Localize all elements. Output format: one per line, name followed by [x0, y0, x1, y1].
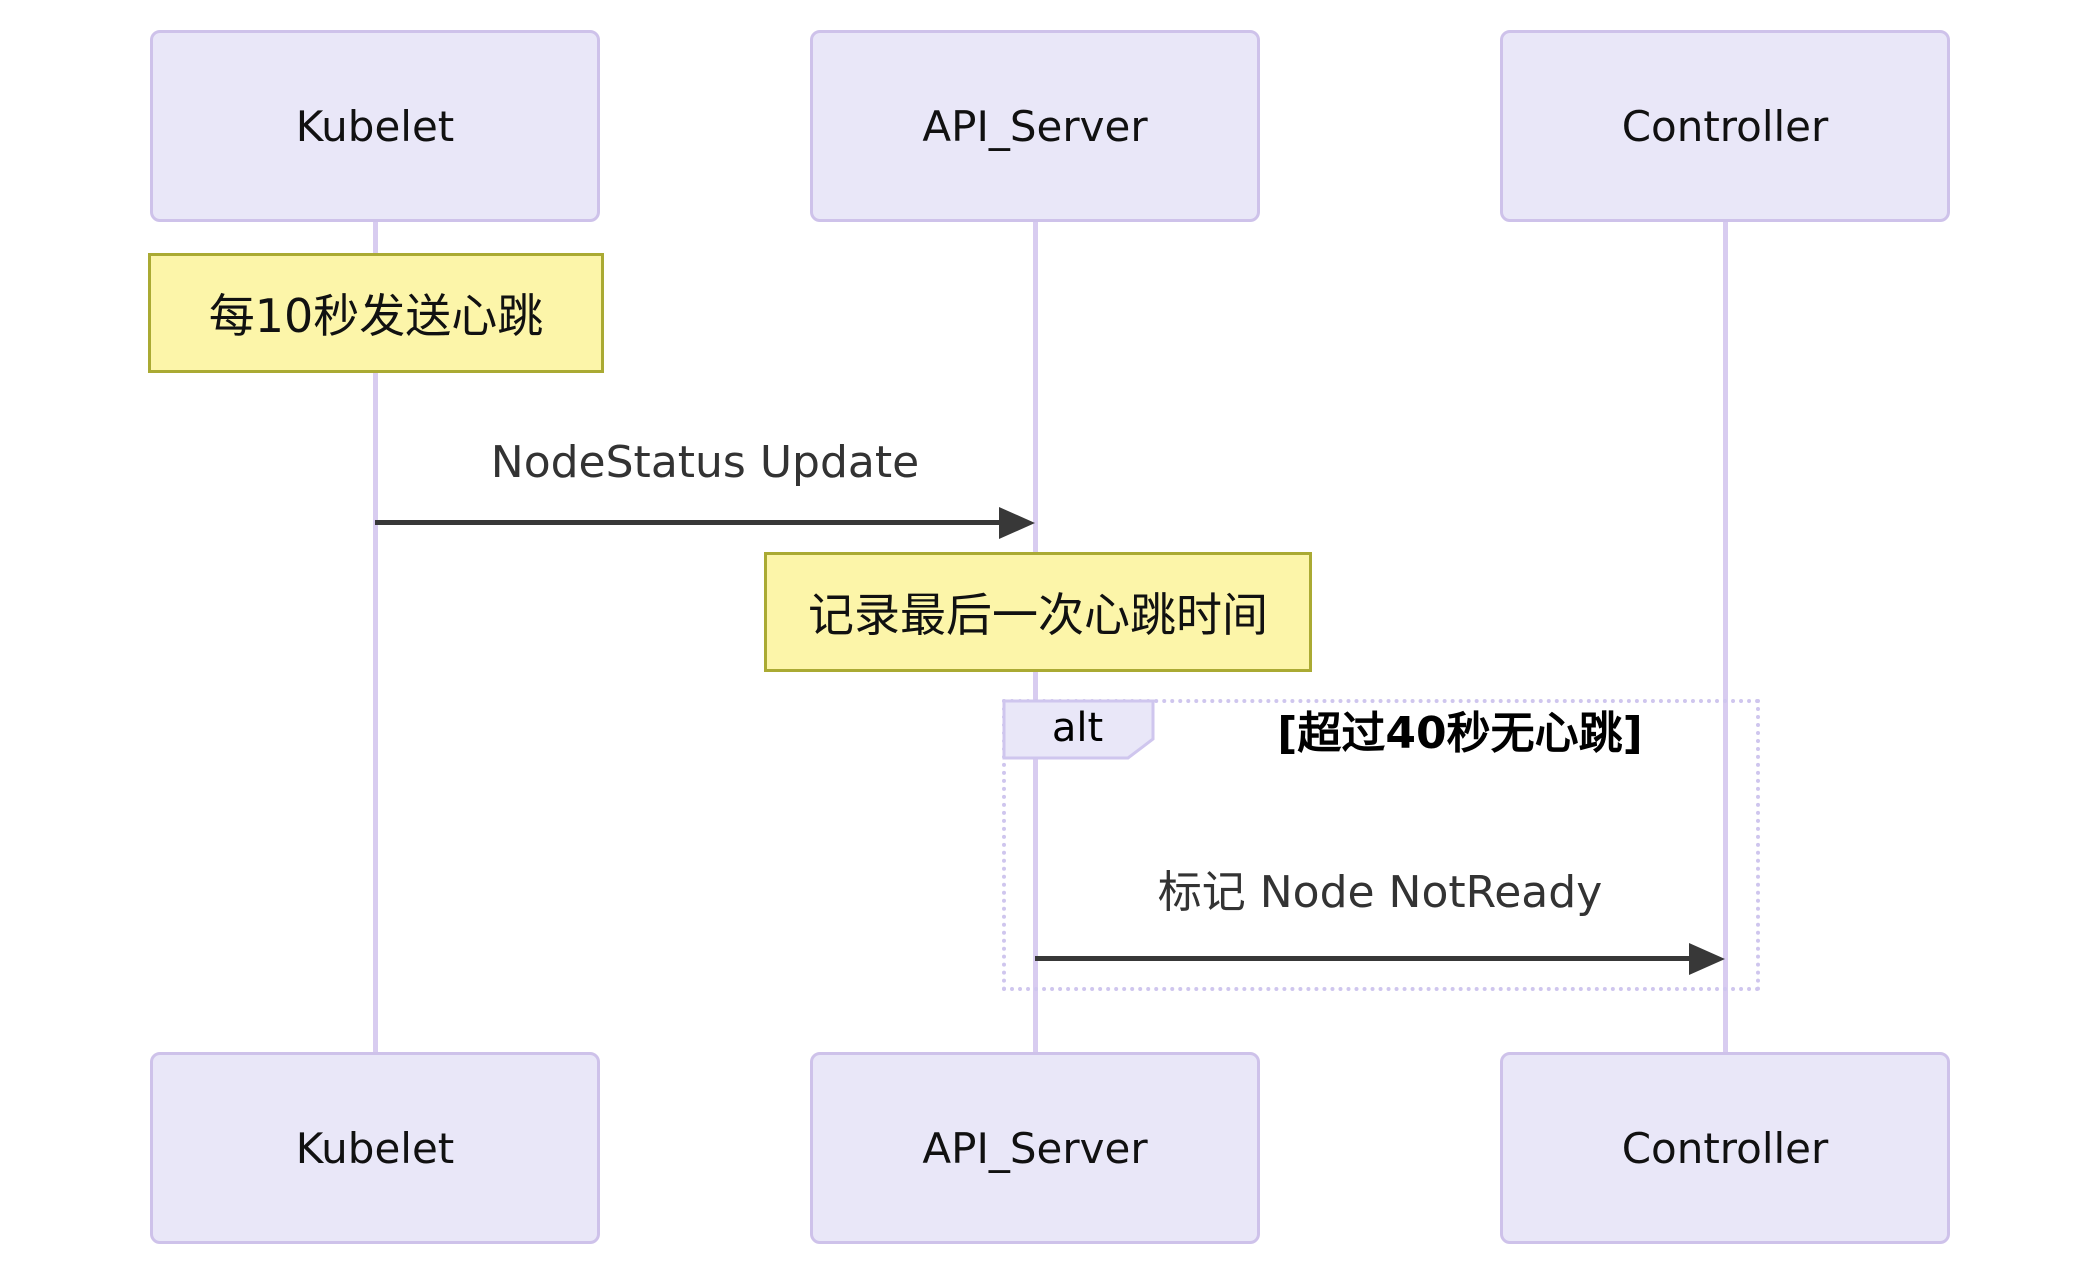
actor-box-controller-top: Controller [1500, 30, 1950, 222]
note-heartbeat-every-10s: 每10秒发送心跳 [148, 253, 604, 373]
alt-condition-text: [超过40秒无心跳] [1277, 708, 1643, 759]
actor-label-kubelet-top: Kubelet [295, 101, 455, 151]
alt-operator-text: alt [1051, 705, 1104, 751]
message-label-nodestatus-update-text: NodeStatus Update [490, 436, 920, 488]
actor-box-controller-bottom: Controller [1500, 1052, 1950, 1244]
actor-label-api-server-bottom: API_Server [922, 1123, 1148, 1173]
arrowhead-icon [1689, 943, 1725, 975]
alt-fragment-frame [1002, 699, 1760, 991]
actor-label-kubelet-bottom: Kubelet [295, 1123, 455, 1173]
message-label-mark-node-notready: 标记 Node NotReady [1035, 858, 1725, 918]
message-line-mark-node-notready [1035, 956, 1695, 961]
lifeline-controller [1723, 222, 1728, 1052]
alt-operator-tab-shape [1002, 699, 1155, 760]
actor-box-kubelet-top: Kubelet [150, 30, 600, 222]
actor-box-kubelet-bottom: Kubelet [150, 1052, 600, 1244]
alt-operator-label: alt [1002, 699, 1153, 757]
alt-condition-label: [超过40秒无心跳] [1160, 699, 1760, 759]
actor-box-api-server-bottom: API_Server [810, 1052, 1260, 1244]
actor-box-api-server-top: API_Server [810, 30, 1260, 222]
actor-label-api-server-top: API_Server [922, 101, 1148, 151]
message-label-nodestatus-update: NodeStatus Update [375, 432, 1035, 492]
note-heartbeat-every-10s-text: 每10秒发送心跳 [208, 289, 544, 343]
actor-label-controller-bottom: Controller [1621, 1123, 1829, 1173]
actor-label-controller-top: Controller [1621, 101, 1829, 151]
note-record-last-heartbeat-text: 记录最后一次心跳时间 [808, 588, 1268, 642]
message-line-nodestatus-update [375, 520, 1005, 525]
message-label-mark-node-notready-text: 标记 Node NotReady [1157, 867, 1603, 918]
arrowhead-icon [999, 507, 1035, 539]
lifeline-kubelet [373, 222, 378, 1052]
note-record-last-heartbeat: 记录最后一次心跳时间 [764, 552, 1312, 672]
